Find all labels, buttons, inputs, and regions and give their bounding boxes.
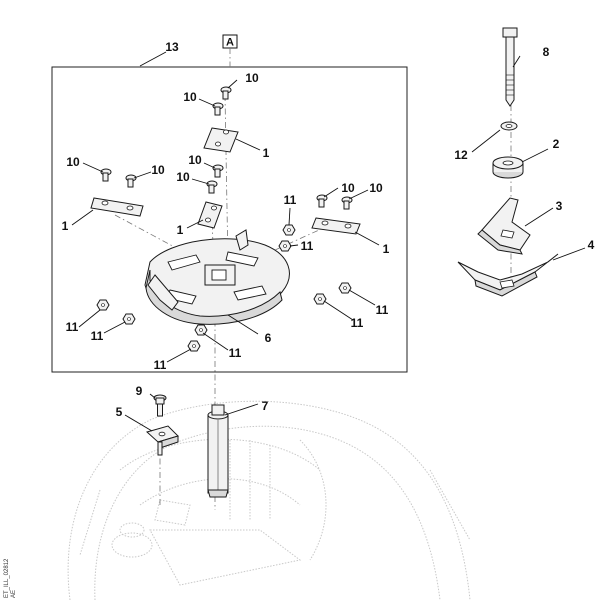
callout-10-top-right: 10 — [245, 71, 259, 85]
bolt-centerline-top — [224, 94, 229, 266]
callout-6: 6 — [265, 331, 272, 345]
blade-4 — [457, 253, 559, 297]
bracket-5 — [145, 425, 179, 456]
spacer-2 — [492, 156, 524, 179]
callout-9: 9 — [136, 384, 143, 398]
blade-carrier-disc — [144, 229, 290, 325]
callout-11-c: 11 — [376, 303, 389, 317]
plate-centerline-left — [114, 214, 181, 251]
screw-top-2 — [212, 102, 224, 116]
screw-top-1 — [220, 86, 232, 100]
plate-top — [203, 127, 239, 153]
screw-9 — [153, 394, 167, 417]
detail-ref-label: A — [226, 37, 234, 49]
callout-11-f: 11 — [91, 329, 104, 343]
ghost-housing — [67, 400, 471, 600]
callout-10-mid-b: 10 — [176, 170, 190, 184]
nut-1 — [282, 224, 296, 236]
callout-11-g: 11 — [229, 346, 242, 360]
callout-10-right-b: 10 — [369, 181, 383, 195]
nut-7 — [194, 324, 208, 336]
callout-11-h: 11 — [154, 358, 167, 372]
callout-7: 7 — [262, 399, 269, 413]
nut-2 — [278, 240, 292, 252]
plate-left — [90, 197, 144, 217]
screw-mid-2 — [206, 180, 218, 194]
nuts-11 — [96, 224, 352, 352]
drive-shaft-7 — [207, 404, 229, 498]
callout-11-a: 11 — [284, 193, 297, 207]
detail-frame — [51, 66, 408, 373]
screw-right-1 — [316, 194, 328, 208]
callout-13: 13 — [165, 40, 179, 54]
screw-left-1 — [100, 168, 112, 182]
callout-8: 8 — [543, 45, 550, 59]
callout-1-left: 1 — [62, 219, 69, 233]
callout-11-b: 11 — [301, 239, 314, 253]
callout-5: 5 — [116, 405, 123, 419]
revision-code: AE — [11, 590, 17, 598]
nut-5 — [96, 299, 110, 311]
leader-lines — [71, 51, 586, 432]
nut-8 — [187, 340, 201, 352]
callout-10-left-a: 10 — [66, 155, 80, 169]
callout-11-e: 11 — [66, 320, 79, 334]
callout-labels: 13 8 12 2 3 4 6 9 5 7 1 1 1 1 10 10 10 1… — [62, 40, 595, 419]
bolt-8 — [502, 27, 518, 107]
plate-middle — [197, 201, 223, 229]
plate-right — [311, 217, 361, 235]
callout-10-left-b: 10 — [151, 163, 165, 177]
nut-4 — [313, 293, 327, 305]
nut-3 — [338, 282, 352, 294]
callout-1-right: 1 — [383, 242, 390, 256]
callout-2: 2 — [553, 137, 560, 151]
screw-left-2 — [125, 174, 137, 188]
nut-6 — [122, 313, 136, 325]
clamp-plates — [90, 127, 361, 235]
document-id: ET_ILL_02812 — [4, 558, 10, 598]
document-id-block: ET_ILL_02812 AE — [4, 558, 17, 598]
callout-12: 12 — [454, 148, 468, 162]
callout-10-mid-a: 10 — [188, 153, 202, 167]
washer-12 — [500, 121, 518, 131]
callout-3: 3 — [556, 199, 563, 213]
callout-10-right-a: 10 — [341, 181, 355, 195]
screw-mid-1 — [212, 164, 224, 178]
callout-1-top: 1 — [263, 146, 270, 160]
screws-10 — [100, 86, 353, 210]
callout-4: 4 — [588, 238, 595, 252]
callout-1-mid: 1 — [177, 223, 184, 237]
blade-3 — [477, 197, 531, 255]
callout-11-d: 11 — [351, 316, 364, 330]
callout-10-top-left: 10 — [183, 90, 197, 104]
screw-right-2 — [341, 196, 353, 210]
